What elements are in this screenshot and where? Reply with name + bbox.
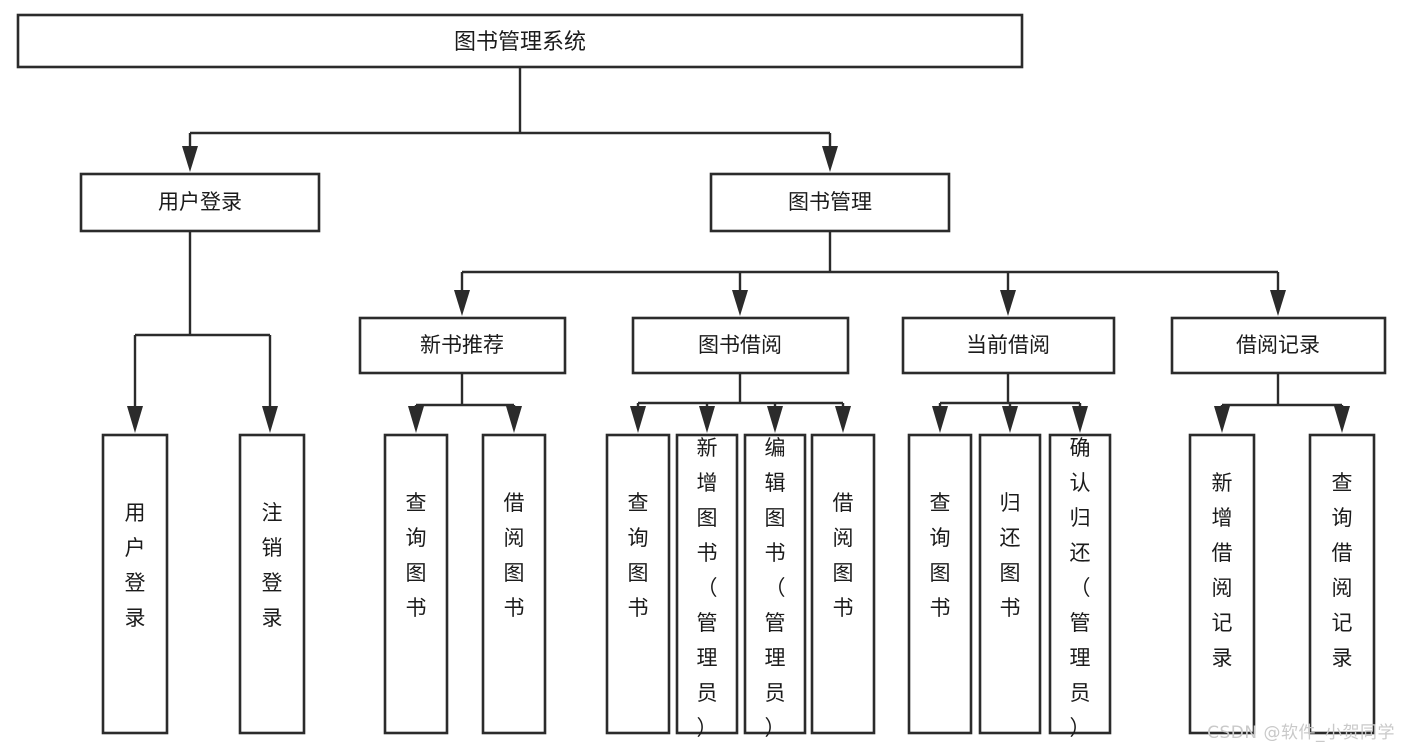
- node-user-login-label: 用户登录: [158, 190, 242, 214]
- node-root[interactable]: 图书管理系统: [16, 13, 1024, 69]
- connector-group-new-book: [408, 373, 522, 433]
- node-borrow-record[interactable]: 借阅记录: [1170, 316, 1387, 375]
- leaf-box-13[interactable]: [1308, 433, 1376, 735]
- leaf-box-6[interactable]: [675, 433, 739, 735]
- arrow-head-user-login: [182, 146, 198, 172]
- leaf-label-11: 确认归还（管理员）: [1070, 436, 1091, 740]
- leaf-node-user-login[interactable]: 用户登录: [101, 433, 169, 735]
- leaf-label-12: 新增借阅记录: [1212, 471, 1233, 670]
- node-current-borrow-box[interactable]: [901, 316, 1116, 375]
- arrow-head-current-borrow: [1000, 290, 1016, 316]
- arrow-head-leaf-10: [1002, 406, 1018, 433]
- node-user-login[interactable]: 用户登录: [79, 172, 321, 233]
- leaf-box-2[interactable]: [238, 433, 306, 735]
- node-book-borrow-box[interactable]: [631, 316, 850, 375]
- leaf-node-logout[interactable]: 注销登录: [238, 433, 306, 735]
- leaf-node-query-book-a[interactable]: 查询图书: [383, 433, 449, 735]
- leaf-label-4: 借阅图书: [504, 491, 525, 620]
- arrow-head-leaf-3: [408, 406, 424, 433]
- leaf-label-8: 借阅图书: [833, 491, 854, 620]
- connector-group-current-borrow: [932, 373, 1088, 433]
- leaf-box-12[interactable]: [1188, 433, 1256, 735]
- connector-group-borrow-record: [1214, 373, 1350, 433]
- arrow-head-leaf-1: [127, 406, 143, 433]
- node-borrow-record-label: 借阅记录: [1236, 333, 1320, 357]
- node-current-borrow-label: 当前借阅: [966, 333, 1050, 357]
- arrow-head-leaf-7: [767, 406, 783, 433]
- arrow-head-leaf-4: [506, 406, 522, 433]
- leaf-box-9[interactable]: [907, 433, 973, 735]
- leaf-label-13: 查询借阅记录: [1332, 471, 1353, 670]
- leaf-node-return-book[interactable]: 归还图书: [978, 433, 1042, 735]
- leaf-box-1[interactable]: [101, 433, 169, 735]
- node-root-label: 图书管理系统: [454, 30, 586, 55]
- arrow-head-leaf-9: [932, 406, 948, 433]
- node-book-manage-label: 图书管理: [788, 190, 872, 214]
- arrow-head-borrow-record: [1270, 290, 1286, 316]
- leaf-node-query-borrow-record[interactable]: 查询借阅记录: [1308, 433, 1376, 735]
- leaf-node-query-book-c[interactable]: 查询图书: [907, 433, 973, 735]
- leaf-label-6: 新增图书（管理员）: [697, 436, 718, 740]
- arrow-head-leaf-13: [1334, 406, 1350, 433]
- node-user-login-box[interactable]: [79, 172, 321, 233]
- leaf-node-add-book-admin[interactable]: 新增图书（管理员）: [675, 433, 739, 740]
- node-new-book-recommend[interactable]: 新书推荐: [358, 316, 567, 375]
- leaf-node-borrow-book-a[interactable]: 借阅图书: [481, 433, 547, 735]
- node-new-book-recommend-box[interactable]: [358, 316, 567, 375]
- node-book-borrow[interactable]: 图书借阅: [631, 316, 850, 375]
- csdn-watermark: CSDN @软件_小贺同学: [1207, 723, 1395, 743]
- arrow-head-book-manage: [822, 146, 838, 172]
- connector-group-root: [182, 67, 838, 172]
- arrow-head-book-borrow: [732, 290, 748, 316]
- leaf-label-9: 查询图书: [930, 491, 951, 620]
- leaf-node-confirm-return-admin[interactable]: 确认归还（管理员）: [1048, 433, 1112, 740]
- leaf-label-5: 查询图书: [628, 491, 649, 620]
- leaf-box-10[interactable]: [978, 433, 1042, 735]
- leaf-box-11[interactable]: [1048, 433, 1112, 735]
- arrow-head-leaf-11: [1072, 406, 1088, 433]
- leaf-node-borrow-book-b[interactable]: 借阅图书: [810, 433, 876, 735]
- node-book-manage[interactable]: 图书管理: [709, 172, 951, 233]
- node-book-manage-box[interactable]: [709, 172, 951, 233]
- node-new-book-recommend-label: 新书推荐: [420, 333, 504, 357]
- leaf-label-10: 归还图书: [1000, 491, 1021, 620]
- leaf-label-3: 查询图书: [406, 491, 427, 620]
- leaf-label-1: 用户登录: [125, 501, 146, 630]
- node-borrow-record-box[interactable]: [1170, 316, 1387, 375]
- arrow-head-new-book: [454, 290, 470, 316]
- arrow-head-leaf-6: [699, 406, 715, 433]
- leaf-node-add-borrow-record[interactable]: 新增借阅记录: [1188, 433, 1256, 735]
- node-root-box[interactable]: [16, 13, 1024, 69]
- leaf-box-4[interactable]: [481, 433, 547, 735]
- leaf-box-3[interactable]: [383, 433, 449, 735]
- leaf-box-7[interactable]: [743, 433, 807, 735]
- leaf-box-8[interactable]: [810, 433, 876, 735]
- leaf-label-2: 注销登录: [262, 501, 283, 630]
- connector-group-book-manage: [454, 231, 1286, 316]
- leaf-label-7: 编辑图书（管理员）: [765, 436, 786, 740]
- arrow-head-leaf-8: [835, 406, 851, 433]
- connector-group-user-login: [127, 231, 278, 433]
- connector-group-book-borrow: [630, 373, 851, 433]
- node-current-borrow[interactable]: 当前借阅: [901, 316, 1116, 375]
- arrow-head-leaf-5: [630, 406, 646, 433]
- leaf-node-edit-book-admin[interactable]: 编辑图书（管理员）: [743, 433, 807, 740]
- node-book-borrow-label: 图书借阅: [698, 333, 782, 357]
- arrow-head-leaf-2: [262, 406, 278, 433]
- leaf-node-query-book-b[interactable]: 查询图书: [605, 433, 671, 735]
- leaf-box-5[interactable]: [605, 433, 671, 735]
- arrow-head-leaf-12: [1214, 406, 1230, 433]
